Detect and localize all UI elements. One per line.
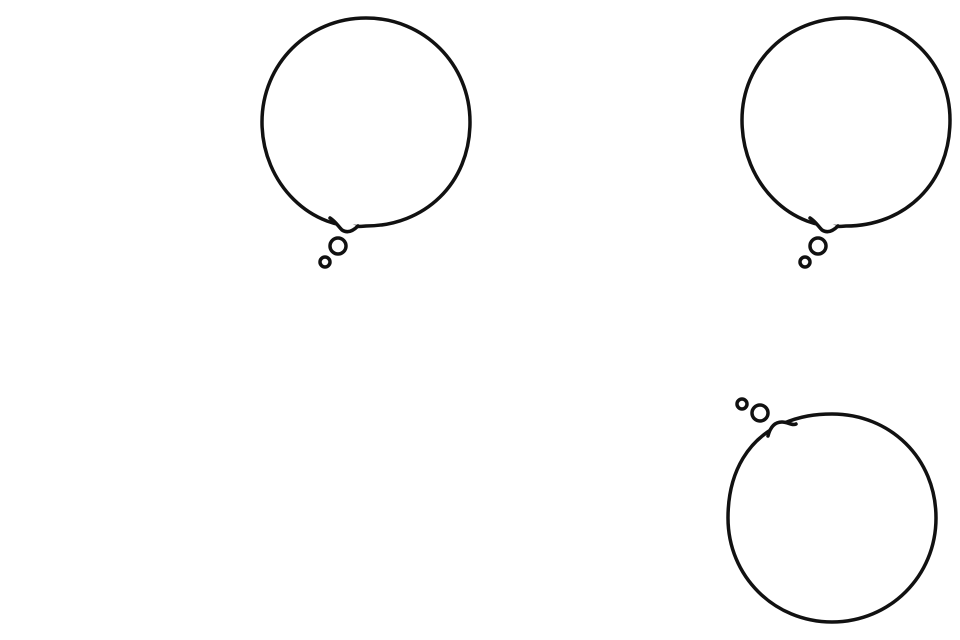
thought-dot-small [735,397,749,411]
thought-dot-small [318,255,332,269]
thought-bubble-nub [808,216,840,234]
thought-bubble-top-left [260,16,472,269]
thought-bubble-bottom-right [726,397,938,624]
thought-dot-small [798,255,812,269]
thought-bubble-nub [766,420,798,438]
thought-bubble-nub [328,216,360,234]
thought-dot-large [750,403,770,423]
thought-bubble-outline [260,16,472,229]
thought-bubble-outline [740,16,952,229]
thought-dot-large [808,236,828,256]
thought-dot-large [328,236,348,256]
thought-bubble-outline [726,412,938,624]
thought-bubble-top-right [740,16,952,269]
